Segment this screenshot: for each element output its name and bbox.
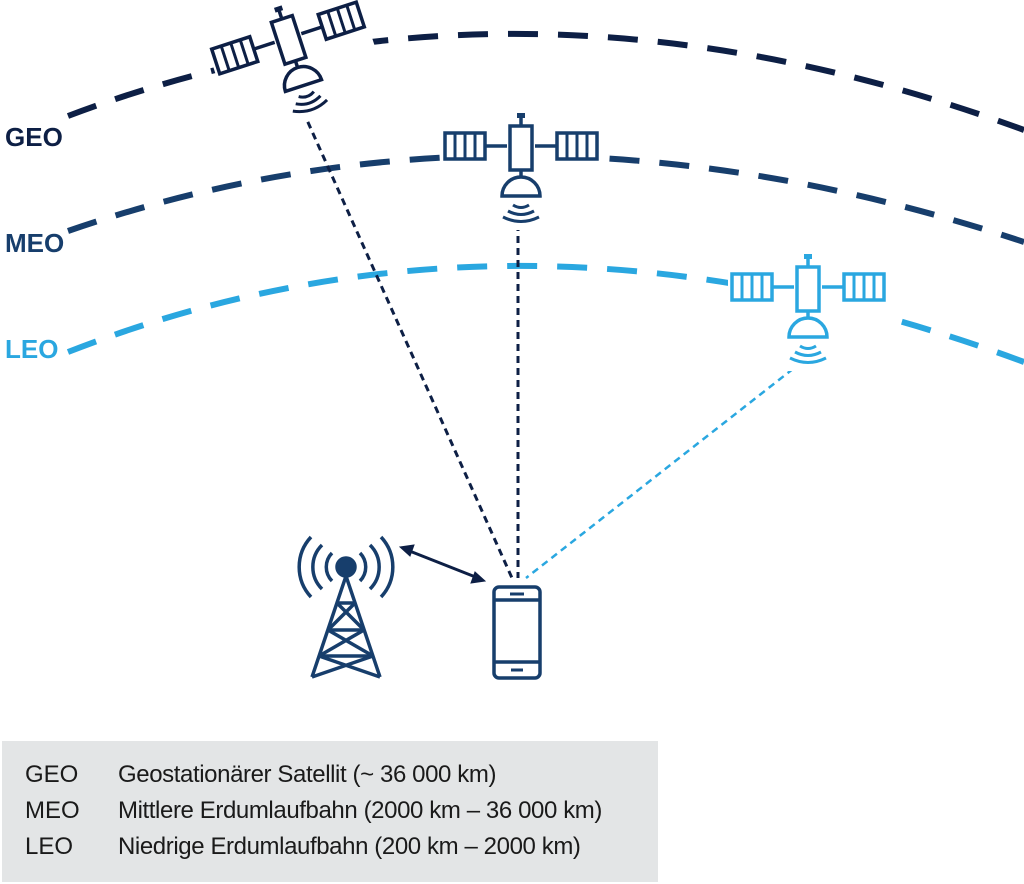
meo-satellite-icon xyxy=(441,110,601,230)
orbit-legend: GEO Geostationärer Satellit (~ 36 000 km… xyxy=(2,741,658,882)
tower-phone-arrow xyxy=(398,544,487,584)
leo-satellite-icon xyxy=(728,251,888,371)
cell-tower-icon xyxy=(297,535,395,679)
orbit-diagram: GEO MEO LEO xyxy=(5,0,1024,680)
geo-orbit-arc xyxy=(66,30,1024,133)
meo-label: MEO xyxy=(5,228,64,258)
legend-row: MEO Mittlere Erdumlaufbahn (2000 km – 36… xyxy=(25,793,658,829)
legend-abbr-geo: GEO xyxy=(25,761,79,788)
leo-link-line xyxy=(525,353,813,579)
legend-desc-geo: Geostationärer Satellit (~ 36 000 km) xyxy=(118,761,497,788)
legend-row: LEO Niedrige Erdumlaufbahn (200 km – 200… xyxy=(25,829,658,865)
geo-link-line xyxy=(296,99,514,579)
legend-row: GEO Geostationärer Satellit (~ 36 000 km… xyxy=(25,757,658,793)
geo-satellite-icon xyxy=(200,0,391,143)
legend-desc-leo: Niedrige Erdumlaufbahn (200 km – 2000 km… xyxy=(118,833,581,860)
geo-label: GEO xyxy=(5,122,63,152)
legend-desc-meo: Mittlere Erdumlaufbahn (2000 km – 36 000… xyxy=(118,797,602,824)
legend-abbr-meo: MEO xyxy=(25,797,80,824)
legend-abbr-leo: LEO xyxy=(25,833,74,860)
leo-label: LEO xyxy=(5,334,58,364)
smartphone-icon xyxy=(492,585,542,680)
